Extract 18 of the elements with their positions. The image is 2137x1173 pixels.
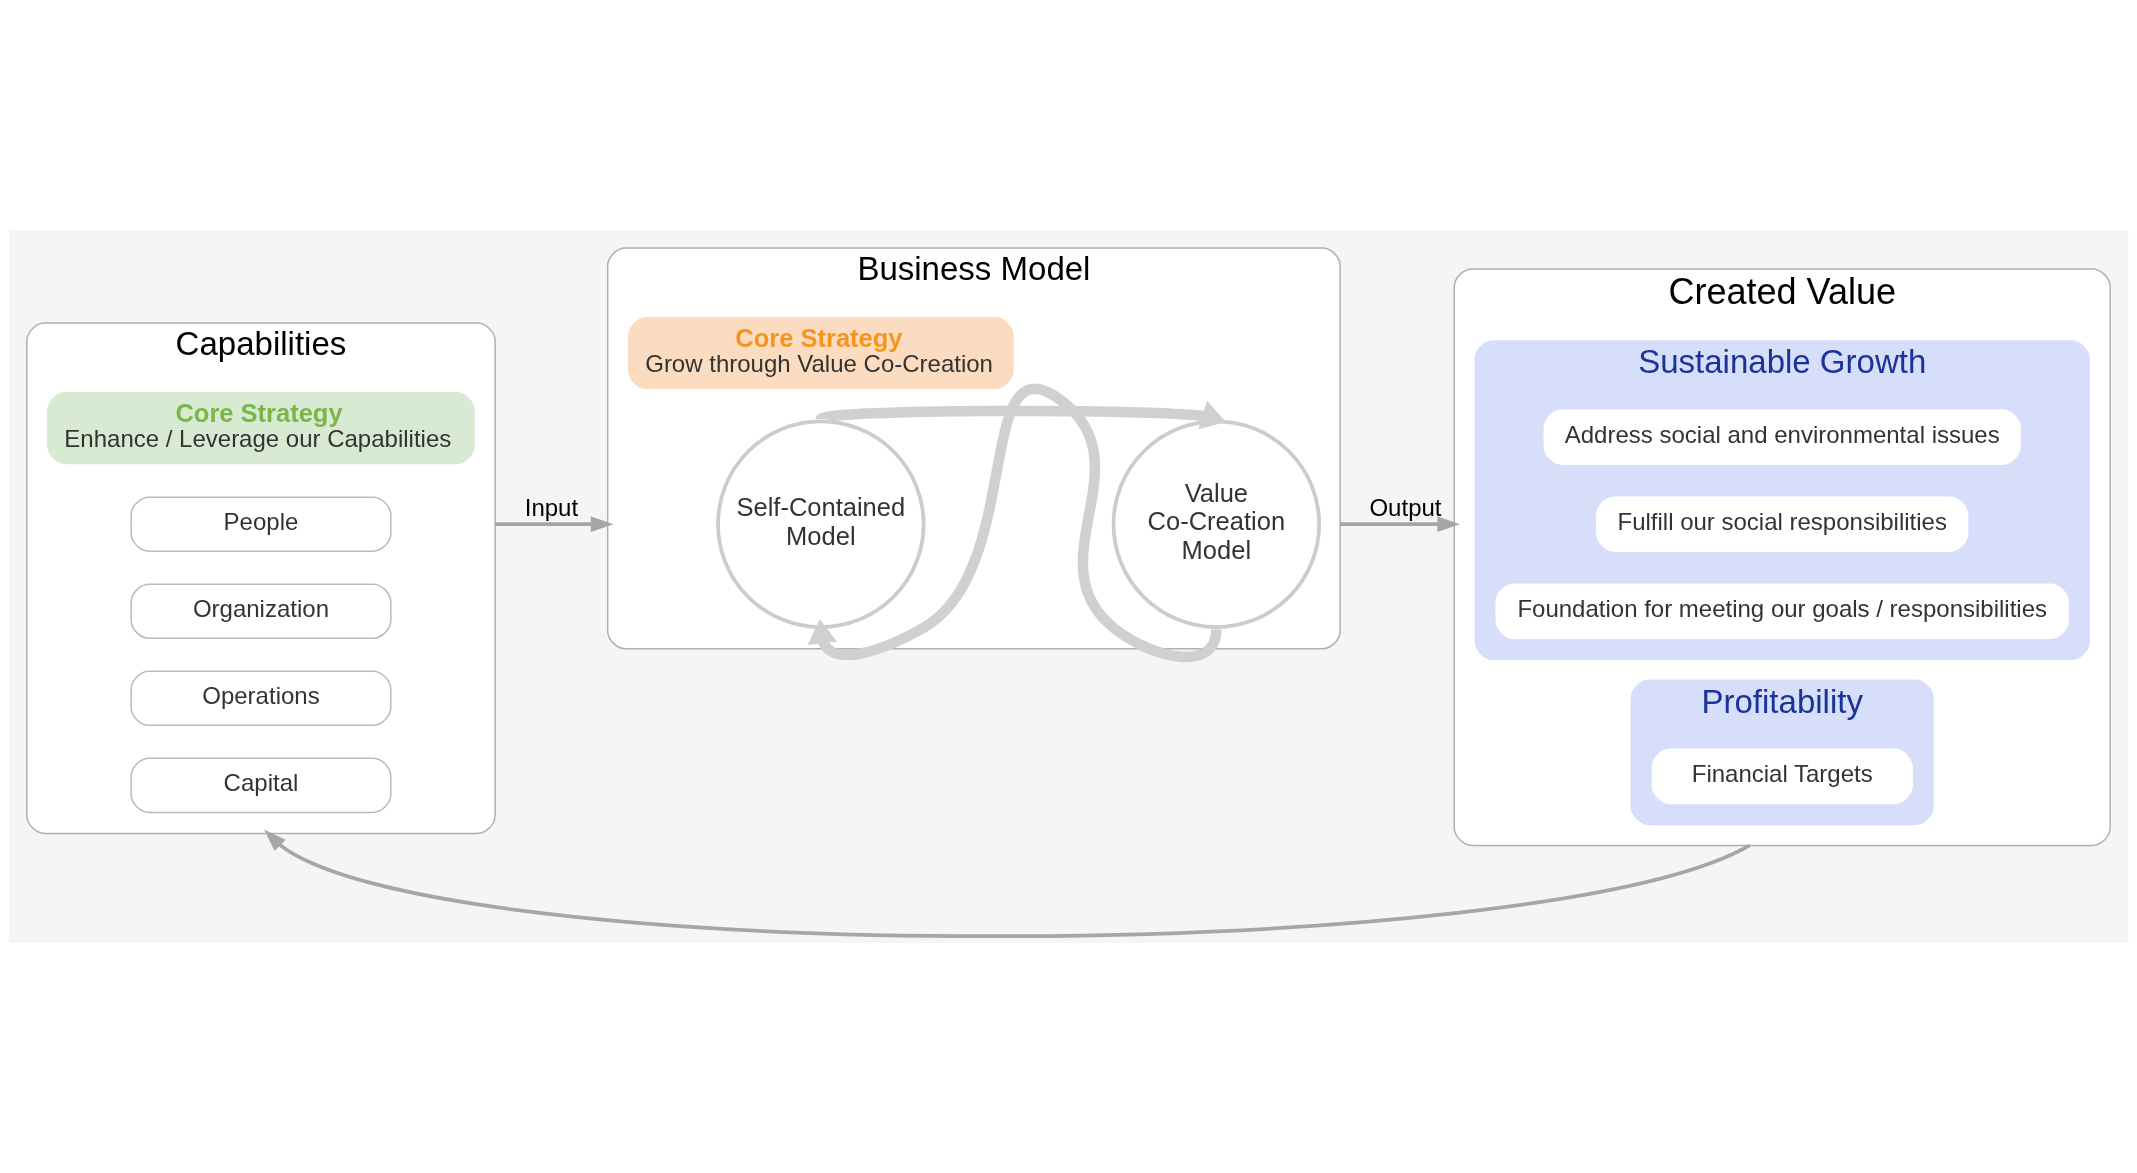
arrow [495,516,614,533]
arrow [807,384,1222,662]
node-box: Address social and environmental issues [1543,409,2021,465]
node-circle: Self-Contained Model [716,419,926,629]
arrow [1340,516,1460,533]
node-box: Operations [130,670,392,727]
node-box: Fulfill our social responsibilities [1596,496,1969,552]
node-box: Organization [130,583,392,639]
node-box: Core Strategy Grow through Value Co-Creation [627,317,1014,390]
node-circle: Value Co-Creation Model [1111,419,1322,629]
arrow [264,829,1751,939]
edge-label: Output [1369,494,1442,522]
node-box: People [130,496,392,552]
node-box: Core Strategy Enhance / Leverage our Capabilities [47,392,475,465]
edge-label: Input [524,494,579,522]
node-box: Capital [130,757,392,814]
node-box: Foundation for meeting our goals / responsibilities [1495,583,2069,639]
node-box: Financial Targets [1651,748,1913,805]
